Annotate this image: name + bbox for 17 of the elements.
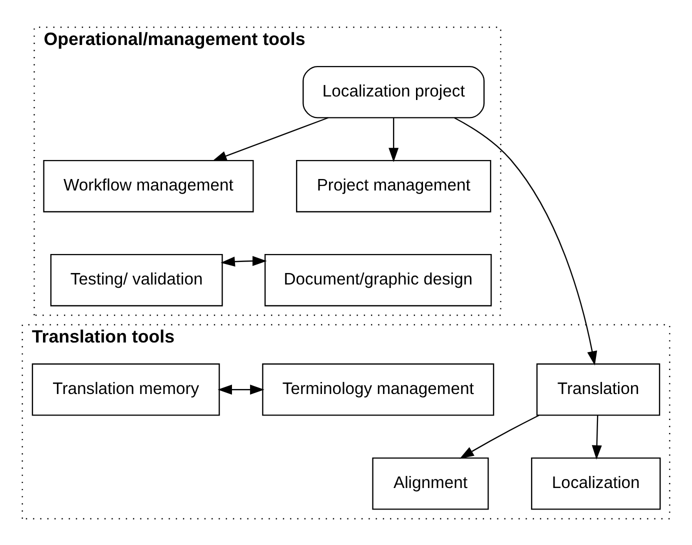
arrow: [220, 255, 267, 266]
arrow: [212, 116, 328, 161]
node-box: Localization: [531, 456, 661, 510]
node-box: Alignment: [372, 456, 489, 510]
node-box: Project management: [296, 159, 492, 212]
node-box: Localization project: [302, 65, 485, 118]
arrow: [218, 384, 264, 394]
node-box: Workflow management: [43, 159, 254, 212]
node-box: Translation memory: [32, 362, 220, 416]
node-box: Document/graphic design: [264, 253, 492, 306]
node-box: Testing/ validation: [50, 253, 223, 306]
arrow: [388, 117, 399, 162]
arrow: [592, 414, 602, 460]
node-box: Translation: [536, 362, 660, 416]
node-box: Terminology management: [262, 362, 494, 416]
arrow: [460, 414, 540, 458]
arrow: [454, 116, 598, 365]
